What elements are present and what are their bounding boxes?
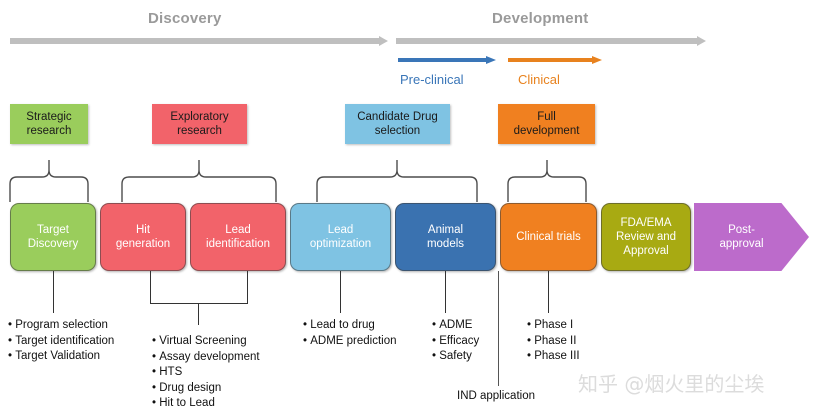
bullet-group-lead-optimization: Lead to drug ADME prediction [303, 318, 397, 350]
stage-line-1: Hit [135, 224, 151, 236]
bullet-item: Phase I [527, 318, 580, 334]
stage-fda-ema-review-and-approval[interactable]: FDA/EMA Review and Approval [601, 203, 691, 271]
stage-animal-models[interactable]: Animal models [395, 203, 496, 271]
stage-line-2: models [426, 238, 465, 250]
category-line-1: Strategic [26, 111, 72, 123]
category-box-candidate-drug-selection: Candidate Drug selection [345, 104, 450, 144]
phase-title-development: Development [492, 10, 589, 27]
stage-line-1: Post- [728, 224, 755, 236]
connector-hit-generation [150, 271, 151, 303]
category-line-2: development [513, 125, 580, 137]
bullet-item: Phase III [527, 349, 579, 365]
bullet-item: ADME [432, 318, 479, 334]
category-line-1: Exploratory [170, 111, 229, 123]
category-line-1: Candidate Drug [357, 111, 438, 123]
category-line-2: selection [374, 125, 421, 137]
stage-line-2: Discovery [27, 238, 79, 250]
ind-application-label: IND application [457, 390, 535, 402]
phase-title-discovery: Discovery [148, 10, 222, 27]
preclinical-label: Pre-clinical [400, 72, 464, 87]
category-line-1: Full [537, 111, 556, 123]
bullet-item: Target Validation [8, 349, 114, 365]
stage-line-2: optimization [309, 238, 372, 250]
clinical-label: Clinical [518, 72, 560, 87]
connector-animal-models [445, 271, 446, 313]
stage-line-1: FDA/EMA [620, 217, 672, 229]
clinical-arrow [508, 56, 602, 65]
connector-lead-optimization [340, 271, 341, 313]
stage-lead-optimization[interactable]: Lead optimization [290, 203, 391, 271]
bullet-group-clinical-trials: Phase I Phase II Phase III [527, 318, 580, 365]
category-box-exploratory-research: Exploratory research [152, 104, 247, 144]
connector-target-discovery [53, 271, 54, 313]
stage-clinical-trials[interactable]: Clinical trials [500, 203, 597, 271]
bullet-item: Program selection [8, 318, 114, 334]
bullet-item: Target identification [8, 334, 114, 350]
stage-line-2: approval [719, 238, 764, 250]
bullet-item: Drug design [152, 381, 260, 397]
bullet-item: Virtual Screening [152, 334, 260, 350]
bullet-item: Assay development [152, 350, 259, 366]
connector-clinical-trials [548, 271, 549, 313]
bullet-group-animal-models: ADME Efficacy Safety [432, 318, 479, 365]
watermark: 知乎 @烟火里的尘埃 [578, 372, 765, 396]
category-box-strategic-research: Strategic research [10, 104, 88, 144]
brace-connectors [9, 160, 587, 202]
stage-line-3: Approval [623, 245, 669, 257]
bullet-group-exploratory-research: Virtual Screening Assay development HTS … [152, 334, 260, 412]
connector-ind-application [498, 271, 499, 386]
bullet-item: Efficacy [432, 334, 479, 350]
stage-line-1: Animal [427, 224, 464, 236]
bullet-item: Safety [432, 349, 479, 365]
stage-lead-identification[interactable]: Lead identification [190, 203, 286, 271]
development-phase-arrow [396, 36, 706, 46]
bullet-item: Lead to drug [303, 318, 397, 334]
bullet-item: HTS [152, 365, 260, 381]
stage-hit-generation[interactable]: Hit generation [100, 203, 186, 271]
stage-line-1: Target [37, 224, 69, 236]
stage-line-2: generation [115, 238, 171, 250]
category-line-2: research [177, 125, 222, 137]
stage-target-discovery[interactable]: Target Discovery [10, 203, 96, 271]
stage-line-1: Lead [327, 224, 354, 236]
preclinical-arrow [398, 56, 496, 65]
category-line-2: research [26, 125, 72, 137]
connector-lead-identification [247, 271, 248, 303]
stage-line-2: Review and [615, 231, 677, 243]
bullet-item: ADME prediction [303, 334, 396, 350]
connector-merge-exploratory [150, 303, 248, 304]
discovery-phase-arrow [10, 36, 388, 46]
category-box-full-development: Full development [498, 104, 595, 144]
stage-line-2: identification [206, 238, 270, 250]
bullet-item: Phase II [527, 334, 580, 350]
bullet-group-target-discovery: Program selection Target identification … [8, 318, 114, 365]
bullet-item: Hit to Lead [152, 396, 260, 412]
stage-line-1: Clinical trials [516, 231, 581, 243]
stage-post-approval[interactable]: Post- approval [694, 203, 809, 271]
stage-line-1: Lead [225, 224, 251, 236]
connector-merge-down-exploratory [198, 303, 199, 325]
